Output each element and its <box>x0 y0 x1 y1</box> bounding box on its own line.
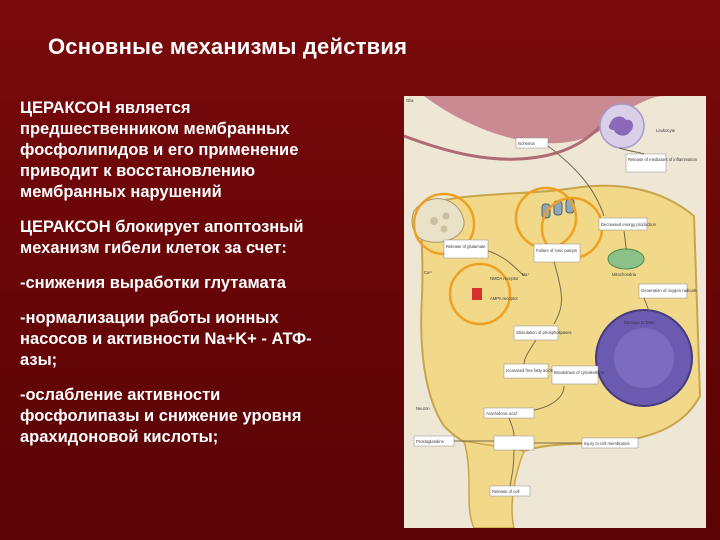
text-line: фосфолипазы и снижение уровня <box>20 407 302 425</box>
text-line: фосфолипидов и его применение <box>20 141 299 159</box>
paragraph-phospholipase: -ослабление активности фосфолипазы и сни… <box>20 385 392 448</box>
text-line: предшественником мембранных <box>20 120 290 138</box>
text-line: мембранных нарушений <box>20 183 222 201</box>
figure-label: NMDA receptor <box>490 276 519 281</box>
text-line: -нормализации работы ионных <box>20 309 279 327</box>
neuron-axon <box>462 440 526 528</box>
text-line: азы; <box>20 351 58 369</box>
figure-label: Ca²⁺ <box>424 270 433 275</box>
label-box <box>443 239 489 259</box>
text-line: насосов и активности Na+K+ - АТФ- <box>20 330 312 348</box>
text-column: ЦЕРАКСОН является предшественником мембр… <box>20 98 392 462</box>
text-line: приводит к восстановлению <box>20 162 256 180</box>
vesicle <box>430 217 438 225</box>
paragraph-glutamate: -снижения выработки глутамата <box>20 273 392 294</box>
illustration-svg: Glia Ischemia Leukocyte Release of media… <box>404 96 702 528</box>
glia-cell <box>404 96 664 144</box>
figure-label: Increased free fatty acids <box>506 368 553 373</box>
leukocyte-nucleus <box>608 116 633 136</box>
label-box <box>493 435 535 451</box>
mechanism-illustration: Glia Ischemia Leukocyte Release of media… <box>404 96 706 528</box>
figure-label: Breakdown of cytoskeleton <box>554 370 605 375</box>
figure-label: Glia <box>406 98 414 103</box>
figure-label: Damage to DNA <box>624 320 655 325</box>
label-box <box>503 363 549 379</box>
figure-label: Neuron <box>416 406 430 411</box>
figure-label: Decreased energy production <box>601 222 657 227</box>
figure-label: AMPA receptor <box>490 296 518 301</box>
nucleus-inner <box>614 328 674 388</box>
text-line: механизм гибели клеток за счет: <box>20 239 287 257</box>
slide-title: Основные механизмы действия <box>48 34 408 59</box>
nmda-receptor <box>472 288 482 300</box>
figure-label: Ischemia <box>518 141 535 146</box>
pathway-arrows <box>454 145 650 487</box>
figure-label: Release of glutamate <box>446 244 486 249</box>
label-box <box>638 283 688 299</box>
label-box <box>533 243 581 263</box>
figure-label: Mitochondria <box>612 272 637 277</box>
figure-label: Injury to cell membranes <box>584 441 630 446</box>
paragraph-ion-pumps: -нормализации работы ионных насосов и ак… <box>20 308 392 371</box>
label-box <box>551 365 599 385</box>
figure-label: Release of mediators of inflammation <box>628 157 698 162</box>
label-box <box>598 217 648 231</box>
text-line: ЦЕРАКСОН блокирует апоптозный <box>20 218 304 236</box>
label-box <box>625 153 667 173</box>
figure-label: Failure of ionic pumps <box>536 248 577 253</box>
text-line: ЦЕРАКСОН является <box>20 99 191 117</box>
figure-label: Prostaglandins <box>416 439 444 444</box>
figure-label: Na⁺ <box>522 272 530 277</box>
vesicle <box>440 225 448 233</box>
highlight-ring <box>448 262 512 326</box>
text-line: -ослабление активности <box>20 386 221 404</box>
paragraph-apoptosis: ЦЕРАКСОН блокирует апоптозный механизм г… <box>20 217 392 259</box>
figure-label: Generation of oxygen radicals <box>641 288 697 293</box>
text-line: -снижения выработки глутамата <box>20 274 286 292</box>
figure-label: Release of cell <box>492 489 520 494</box>
label-box <box>515 137 549 149</box>
paragraph-ceraxon-precursor: ЦЕРАКСОН является предшественником мембр… <box>20 98 392 203</box>
figure-label: Stimulation of phospholipases <box>516 330 572 335</box>
glia-membrane <box>404 115 611 161</box>
vesicle <box>442 212 450 220</box>
text-line: арахидоновой кислоты; <box>20 428 219 446</box>
figure-label: Arachidonic acid <box>486 411 517 416</box>
figure-label: Leukocyte <box>656 128 676 133</box>
mitochondrion <box>607 248 645 270</box>
